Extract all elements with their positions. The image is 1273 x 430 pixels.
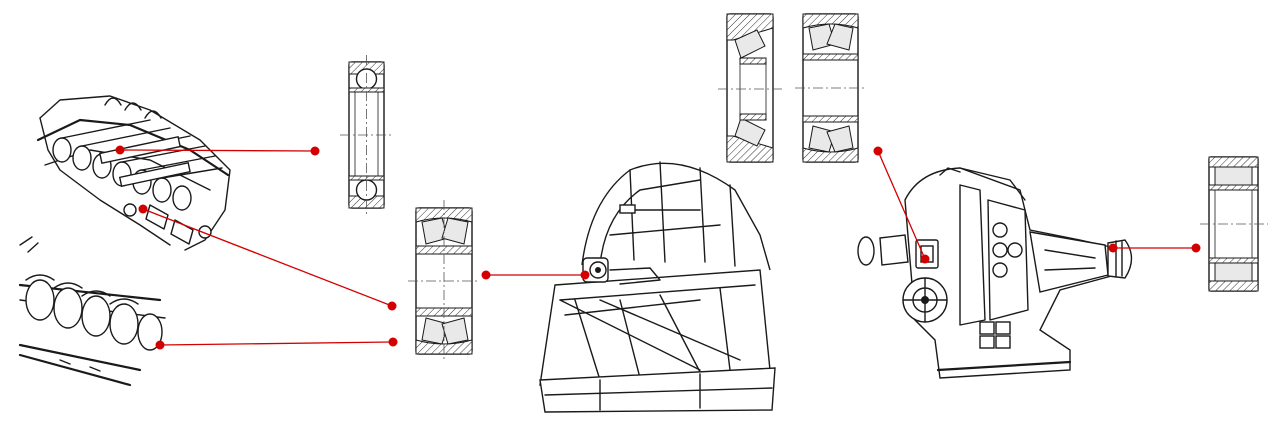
callout-gearbox-to-cylindrical-bearing-end-dot: [1191, 243, 1201, 253]
callout-lower-conveyor-to-spherical-bearing-end-dot: [388, 337, 398, 347]
callout-conveyor-to-ball-bearing-end-dot: [310, 146, 320, 156]
callout-gearbox-to-tapered-bearing-line: [877, 150, 926, 260]
cylindrical-roller-bearing-icon: [1200, 156, 1268, 292]
wind-turbine-rotor-icon: [539, 161, 776, 413]
callout-conveyor-to-spherical-bearing-start-dot: [138, 204, 148, 214]
callout-turbine-to-spherical-bearing-end-dot: [580, 270, 590, 280]
spherical-roller-bearing-icon: [408, 200, 480, 362]
callout-gearbox-to-tapered-bearing-start-dot: [873, 146, 883, 156]
spherical-roller-bearing-top-icon: [795, 13, 866, 163]
roller-conveyor-upper-icon: [36, 95, 231, 251]
callout-conveyor-to-ball-bearing-start-dot: [115, 145, 125, 155]
callout-conveyor-to-spherical-bearing: [138, 204, 397, 311]
callout-turbine-to-spherical-bearing-start-dot: [481, 270, 491, 280]
callout-lower-conveyor-to-spherical-bearing-start-dot: [155, 340, 165, 350]
callout-turbine-to-spherical-bearing: [481, 270, 590, 280]
industrial-gearbox-machine-icon: [857, 167, 1133, 379]
callout-gearbox-to-cylindrical-bearing-start-dot: [1108, 243, 1118, 253]
callout-gearbox-to-tapered-bearing: [873, 146, 930, 264]
callout-lower-conveyor-to-spherical-bearing: [155, 337, 398, 350]
callout-conveyor-to-ball-bearing: [115, 145, 320, 156]
tapered-roller-bearing-icon: [718, 13, 782, 163]
callout-lower-conveyor-to-spherical-bearing-line: [159, 341, 394, 346]
callout-lines: [115, 145, 1201, 350]
callout-gearbox-to-tapered-bearing-end-dot: [920, 254, 930, 264]
deep-groove-ball-bearing-icon: [340, 55, 393, 215]
callout-conveyor-to-ball-bearing-line: [119, 149, 316, 152]
callout-gearbox-to-cylindrical-bearing: [1108, 243, 1201, 253]
roller-conveyor-lower-icon: [18, 236, 166, 387]
callout-conveyor-to-spherical-bearing-end-dot: [387, 301, 397, 311]
callout-conveyor-to-spherical-bearing-line: [142, 208, 393, 307]
